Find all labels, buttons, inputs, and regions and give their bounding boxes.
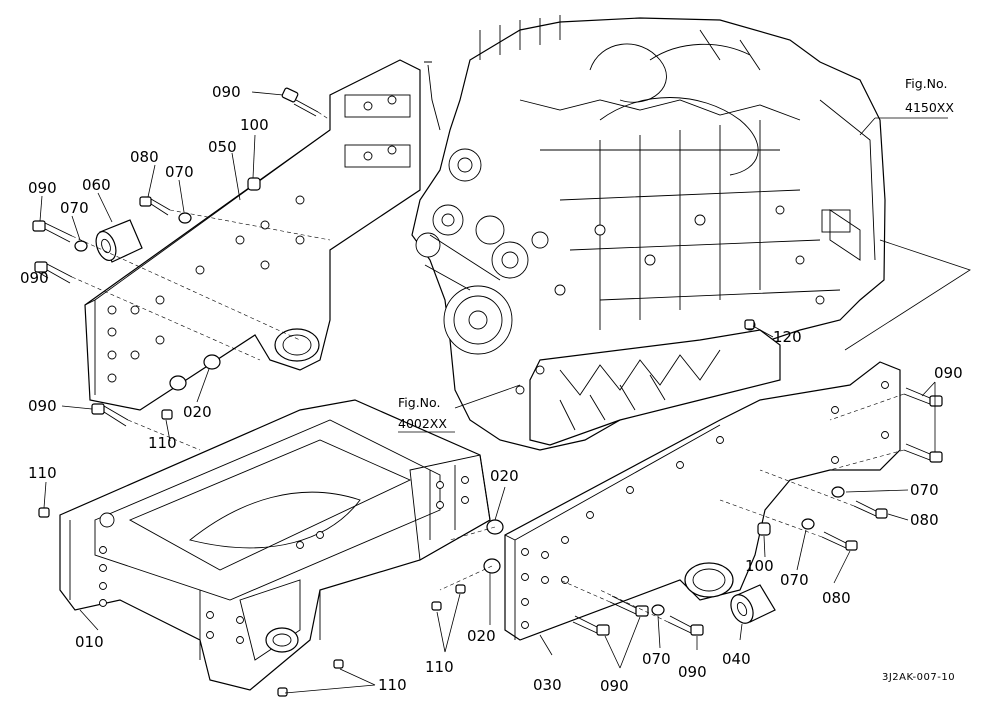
plug-110-b: [38, 507, 50, 518]
callout-010: 010: [75, 633, 104, 651]
plug-110-c: [431, 601, 442, 611]
callout-090-left-1: 090: [28, 179, 57, 197]
collar-060: [95, 219, 143, 263]
callout-070-right-2: 070: [780, 571, 809, 589]
callout-020-mid-2: 020: [467, 627, 496, 645]
bolt-090-left-3: [91, 403, 129, 427]
bushing-100-right: [757, 522, 771, 536]
callout-070-left-2: 070: [60, 199, 89, 217]
bushing-100-left: [247, 177, 261, 191]
callout-060: 060: [82, 176, 111, 194]
callout-110-b: 110: [28, 464, 57, 482]
callout-labels: 090 100 080 050 090 060 070 070 090 090 …: [20, 83, 963, 695]
washer-070-right-2: [801, 518, 815, 530]
right-mounting-bracket-030: [504, 361, 901, 641]
callout-090-top: 090: [212, 83, 241, 101]
bracket-030-bolt-holes: [521, 381, 889, 629]
left-mounting-bracket-050: [84, 59, 421, 411]
callout-020-left: 020: [183, 403, 212, 421]
washer-070-right-3: [651, 604, 665, 616]
fasteners: [32, 87, 943, 697]
washer-070-left: [74, 240, 88, 252]
bolt-090-right-5: [667, 615, 704, 636]
callout-090-left-3: 090: [28, 397, 57, 415]
callout-080-right-1: 080: [910, 511, 939, 529]
bolt-090-right-1: [903, 387, 943, 407]
bolt-090-left-2: [34, 261, 73, 284]
plug-110-f: [277, 687, 288, 697]
pin-120: [744, 319, 755, 330]
fig-ref-number-1: 4150XX: [905, 100, 954, 115]
callout-070-left-1: 070: [165, 163, 194, 181]
fig-ref-number-2: 4002XX: [398, 416, 447, 431]
callout-090-right-3: 090: [678, 663, 707, 681]
callout-100-left: 100: [240, 116, 269, 134]
bolt-090-right-2: [903, 443, 943, 463]
plug-110-e: [333, 659, 344, 669]
bolt-090-left-1: [32, 220, 73, 243]
bushing-020-left-1: [203, 354, 221, 370]
callout-040: 040: [722, 650, 751, 668]
callout-050: 050: [208, 138, 237, 156]
figure-reference-4002: Fig.No. 4002XX: [398, 395, 455, 433]
bolt-080-right-1: [853, 500, 888, 519]
callout-110-c: 110: [425, 658, 454, 676]
bolt-080-left: [139, 196, 171, 216]
callout-110-d: 110: [378, 676, 407, 694]
front-axle-frame-010: [59, 399, 491, 691]
callout-100-right: 100: [745, 557, 774, 575]
bolt-090-top: [281, 87, 319, 117]
bushing-020-left-2: [169, 375, 187, 391]
bracket-050-bolt-holes: [107, 195, 305, 383]
callout-090-right-2: 090: [600, 677, 629, 695]
washer-070-right-1: [831, 486, 845, 498]
callout-080-right-2: 080: [822, 589, 851, 607]
fig-ref-label-2: Fig.No.: [398, 395, 440, 410]
figure-reference-4150: Fig.No. 4150XX: [905, 76, 954, 115]
bolt-090-right-4: [572, 615, 610, 636]
callout-020-mid-1: 020: [490, 467, 519, 485]
callout-110-a: 110: [148, 434, 177, 452]
callout-120: 120: [773, 328, 802, 346]
plug-110-d: [455, 584, 466, 594]
callout-070-right-3: 070: [642, 650, 671, 668]
assembly-centerlines: [71, 111, 905, 623]
fig-ref-label-1: Fig.No.: [905, 76, 947, 91]
callout-080-left: 080: [130, 148, 159, 166]
bolt-080-right-2: [821, 531, 858, 551]
plug-110-a: [161, 409, 173, 420]
engine-assembly: [411, 15, 886, 451]
leader-lines: [37, 91, 971, 694]
callout-030: 030: [533, 676, 562, 694]
collar-040: [730, 584, 776, 624]
frame-010-bolt-holes: [99, 476, 469, 644]
callout-090-right-1: 090: [934, 364, 963, 382]
callout-070-right-1: 070: [910, 481, 939, 499]
washer-070-left-2: [178, 212, 192, 224]
drawing-code: 3J2AK-007-10: [882, 672, 955, 683]
callout-090-left-2: 090: [20, 269, 49, 287]
